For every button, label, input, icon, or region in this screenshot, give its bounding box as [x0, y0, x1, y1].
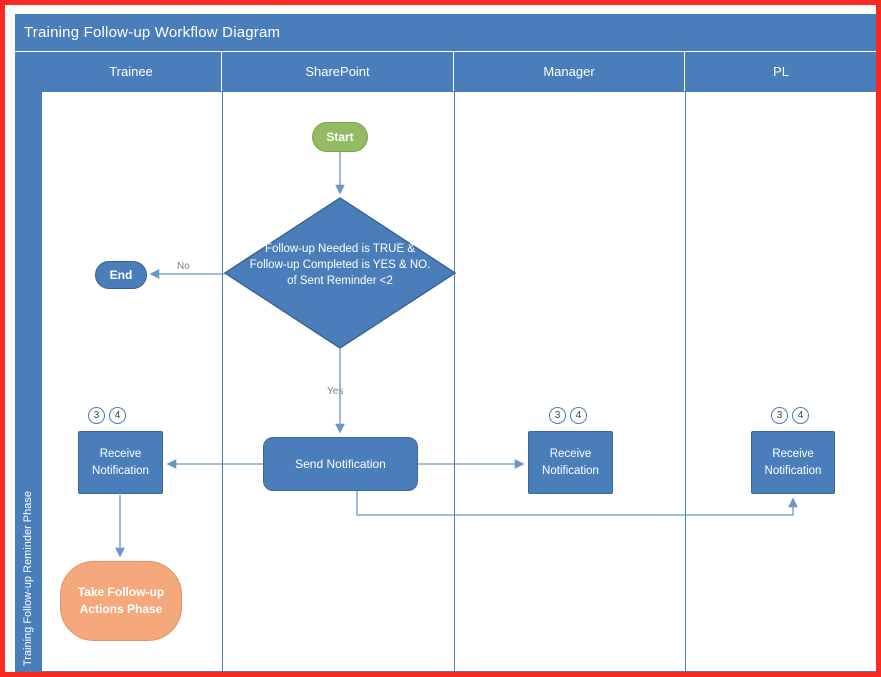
edge-label-no: No: [177, 261, 190, 272]
badge-3-manager: 3: [549, 407, 566, 424]
start-node: Start: [312, 122, 368, 152]
lane-body-area: [41, 91, 876, 672]
lane-header-sharepoint: SharePoint: [222, 52, 454, 91]
lane-divider-1: [222, 91, 223, 672]
lane-divider-3: [685, 91, 686, 672]
badge-3-trainee: 3: [88, 407, 105, 424]
take-followup-actions-node: Take Follow-up Actions Phase: [60, 561, 182, 641]
lane-header-manager: Manager: [454, 52, 685, 91]
badge-3-pl: 3: [771, 407, 788, 424]
lane-header-pl: PL: [685, 52, 876, 91]
badge-4-trainee: 4: [109, 407, 126, 424]
receive-notification-trainee: Receive Notification: [78, 431, 163, 494]
edge-label-yes: Yes: [327, 386, 344, 397]
receive-notification-pl: Receive Notification: [751, 431, 835, 494]
phase-label: Training Follow-up Reminder Phase: [22, 490, 34, 666]
lane-divider-2: [454, 91, 455, 672]
diagram-title: Training Follow-up Workflow Diagram: [15, 14, 876, 51]
end-node: End: [95, 261, 147, 289]
badge-4-pl: 4: [792, 407, 809, 424]
lane-header-trainee: Trainee: [41, 52, 222, 91]
receive-notification-manager: Receive Notification: [528, 431, 613, 494]
badge-4-manager: 4: [570, 407, 587, 424]
lane-header-row: Trainee SharePoint Manager PL: [41, 52, 876, 91]
decision-node-label: Follow-up Needed is TRUE & Follow-up Com…: [249, 243, 431, 288]
send-notification-node: Send Notification: [263, 437, 418, 491]
phase-sidebar: Training Follow-up Reminder Phase: [15, 52, 41, 672]
